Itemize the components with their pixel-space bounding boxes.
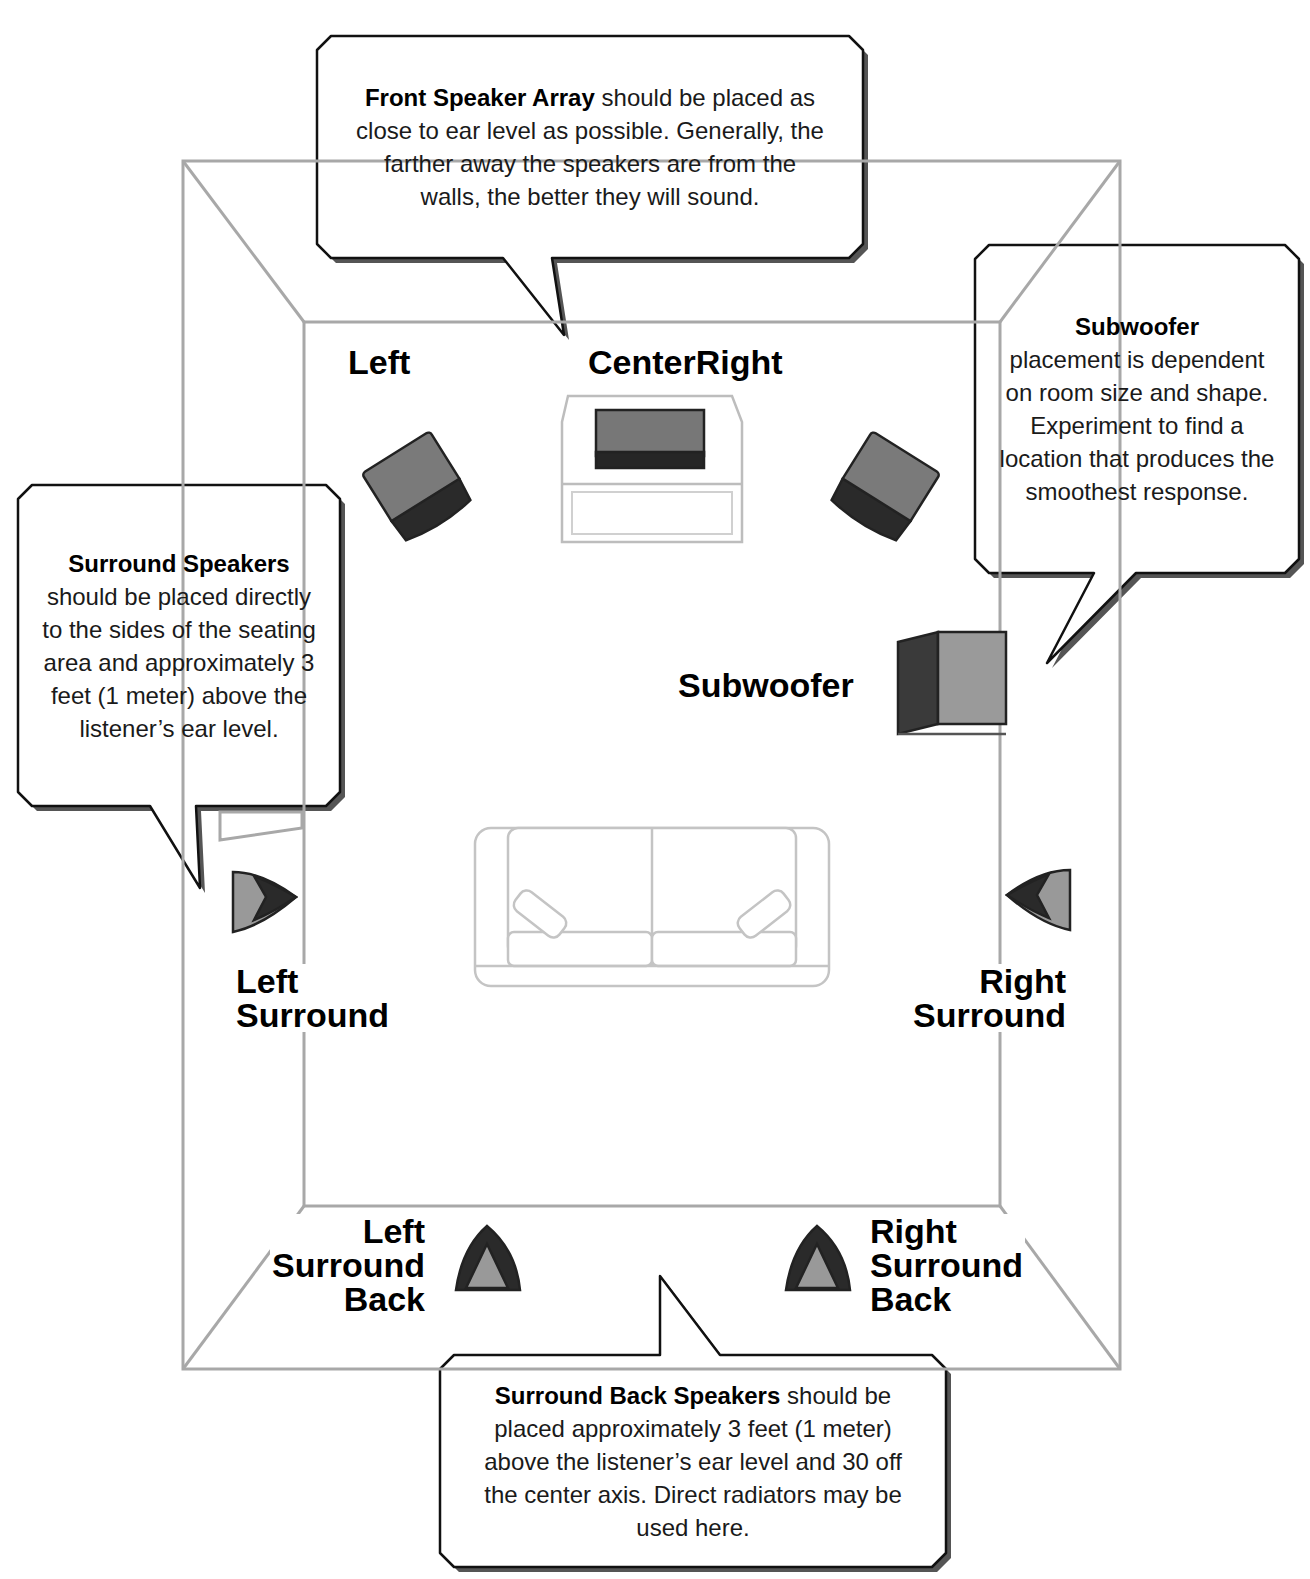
callout-box: Front Speaker Arrayshould be placed as c… bbox=[317, 36, 863, 258]
callout-heading: Surround Speakers bbox=[42, 547, 316, 580]
speaker-label: Left Surround bbox=[234, 964, 391, 1032]
callout-text: Surround Back Speakersshould be placed a… bbox=[470, 1379, 916, 1544]
callout-box: Surround Speakersshould be placed direct… bbox=[18, 485, 340, 806]
speaker-label: CenterRight bbox=[586, 345, 785, 379]
callout-body: should be placed directly to the sides o… bbox=[42, 580, 316, 745]
speaker-label: Left Surround Back bbox=[270, 1214, 427, 1316]
subwoofer-cube bbox=[898, 632, 1006, 734]
speaker-label: Right Surround Back bbox=[868, 1214, 1025, 1316]
callout-heading: Subwoofer bbox=[993, 310, 1281, 343]
callout-text: Front Speaker Arrayshould be placed as c… bbox=[351, 81, 829, 213]
speaker-label: Left bbox=[346, 345, 412, 379]
left-speaker bbox=[362, 431, 474, 545]
left-surround-speaker bbox=[233, 872, 296, 932]
right-surround-back-speaker bbox=[786, 1226, 850, 1290]
right-surround-speaker bbox=[1007, 870, 1070, 930]
callout-text: Subwooferplacement is dependent on room … bbox=[993, 310, 1281, 508]
callout-heading: Front Speaker Array bbox=[365, 84, 595, 111]
callout-box: Subwooferplacement is dependent on room … bbox=[975, 245, 1299, 573]
right-speaker bbox=[828, 431, 940, 545]
center-speaker bbox=[562, 396, 742, 542]
left-surround-back-speaker bbox=[456, 1226, 520, 1290]
callout-box: Surround Back Speakersshould be placed a… bbox=[440, 1355, 946, 1567]
sofa bbox=[475, 828, 829, 986]
callout-outline bbox=[18, 485, 340, 888]
door-wedge bbox=[220, 812, 302, 840]
callout-outline bbox=[975, 245, 1299, 663]
callout-outline bbox=[317, 36, 863, 335]
speaker-label: Right Surround bbox=[911, 964, 1068, 1032]
speaker-label: Subwoofer bbox=[676, 668, 856, 702]
callout-heading: Surround Back Speakers bbox=[495, 1382, 780, 1409]
callout-body: placement is dependent on room size and … bbox=[993, 343, 1281, 508]
room-walls bbox=[183, 161, 1120, 1369]
callout-outline bbox=[440, 1276, 946, 1567]
callout-text: Surround Speakersshould be placed direct… bbox=[42, 547, 316, 745]
